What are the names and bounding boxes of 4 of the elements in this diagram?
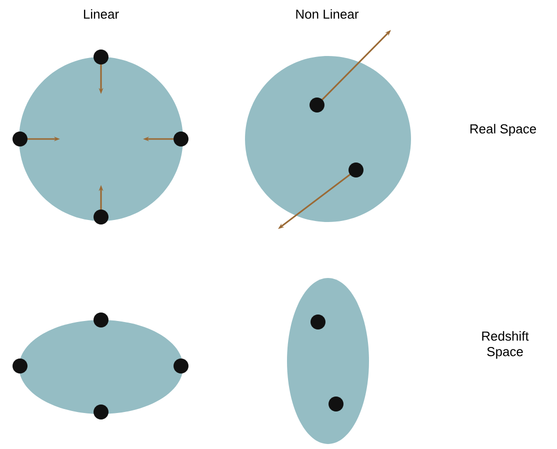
panel-label: Non Linear [296,9,359,19]
panel-label: Redshift Space [482,331,529,359]
panel-label: Linear [84,9,119,19]
panel-label: Real Space [470,124,536,136]
